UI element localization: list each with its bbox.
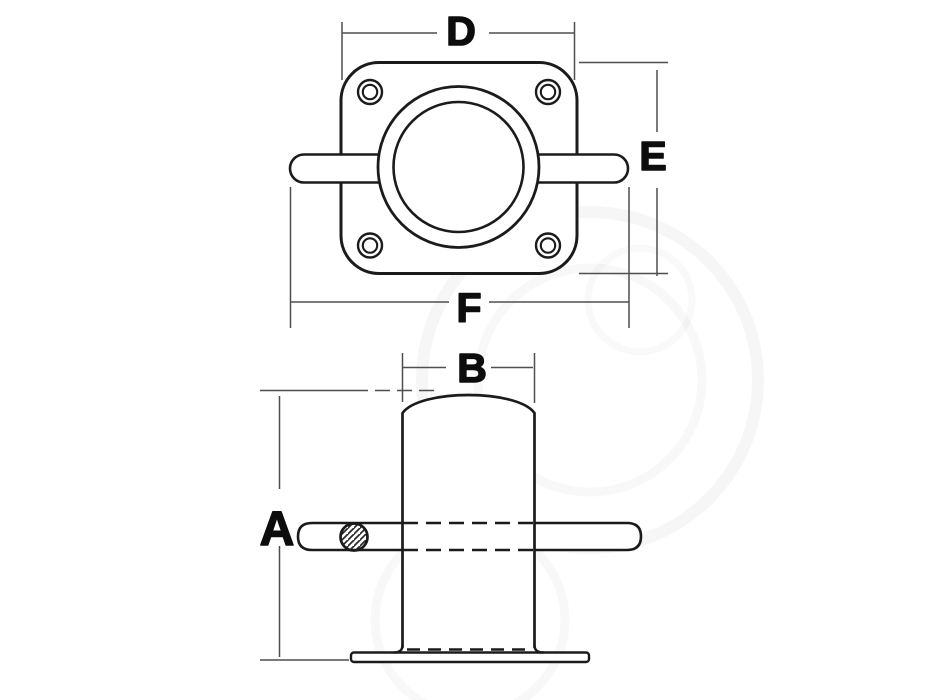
dimension-B [401,353,536,403]
pin-cross-section-hatched [339,522,369,552]
dimension-D-extension-lines [341,22,576,80]
dimension-A [260,389,437,661]
dimension-E [579,61,668,276]
bolt-hole-bottom-left [356,232,384,259]
post-bore-inner [392,100,525,234]
dimension-labels: D E F B A [259,7,668,557]
bolt-hole-top-right [534,78,562,106]
part-outlines [288,61,643,664]
cross-pin-right-segment [533,521,643,552]
base-flange-right-fillet [533,643,545,654]
dimension-B-extension-lines [401,353,536,403]
dimension-annotations [260,22,668,661]
label-pin-length: F [456,285,481,331]
bolt-hole-top-left [356,78,384,106]
label-overall-height: A [260,503,295,556]
base-flange-plate [349,651,591,664]
dimension-D [341,22,576,80]
label-plate-width: D [446,8,476,54]
label-post-diameter: B [457,345,487,391]
base-flange [349,643,591,664]
base-flange-left-fillet [392,643,404,654]
side-view [296,393,643,664]
top-view [288,61,630,275]
dimension-E-extension-lines [579,61,668,275]
dimension-F-extension-lines [289,187,630,328]
label-plate-height: E [639,133,666,179]
post-cylinder-outline [401,393,536,649]
bolt-hole-bottom-right [534,232,562,259]
dimension-F [289,187,630,328]
